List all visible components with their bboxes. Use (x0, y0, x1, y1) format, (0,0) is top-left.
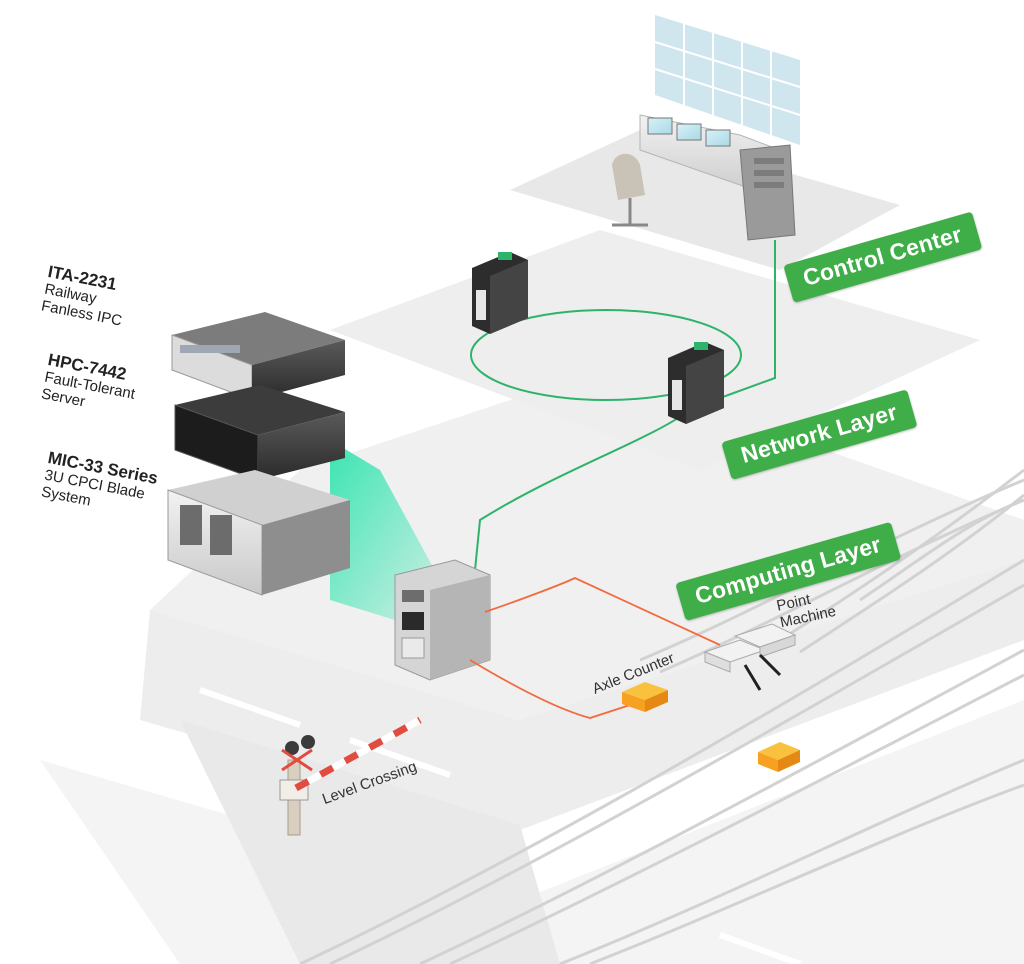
level-crossing-gate (279, 716, 422, 836)
control-console (612, 114, 796, 241)
axle-counter-sensor (622, 682, 668, 712)
network-links (470, 240, 776, 571)
point-machine-device (703, 623, 797, 691)
hpc-7442-server (174, 385, 345, 481)
control-floor (510, 130, 900, 270)
switch-1 (472, 252, 528, 334)
local-rack (394, 559, 491, 681)
switch-2 (668, 342, 724, 424)
signal-links (469, 577, 721, 719)
mic-33-chassis (167, 470, 350, 596)
network-ring (470, 309, 742, 401)
railway-tracks (299, 468, 1024, 964)
video-wall (654, 15, 801, 145)
axle-counter-sensor-2 (758, 742, 800, 772)
